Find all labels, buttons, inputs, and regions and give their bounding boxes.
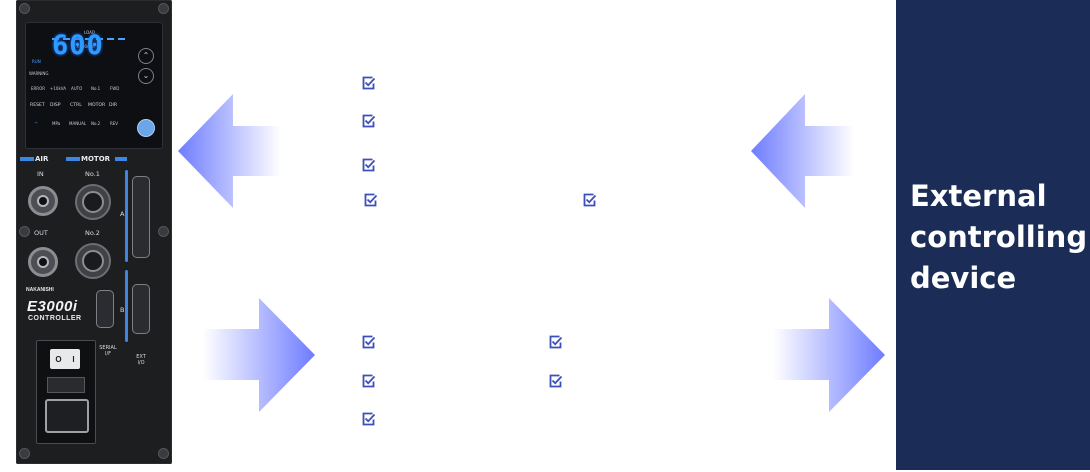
reset-button[interactable]: RESET <box>30 103 45 108</box>
model-name: E3000i <box>27 298 78 315</box>
load-segment <box>96 38 103 40</box>
controller-unit: LOAD ×100min⁻¹ RUN WARNING ERROR ⌃ ⌄ +10… <box>16 0 172 464</box>
device-label-line: External <box>910 179 1047 213</box>
motor-label: MOTOR <box>81 155 111 163</box>
out-label: OUT <box>34 229 48 237</box>
load-label: LOAD <box>84 30 95 35</box>
control-panel: LOAD ×100min⁻¹ RUN WARNING ERROR ⌃ ⌄ +10… <box>25 22 163 149</box>
checkbox-checked-icon <box>361 412 376 427</box>
sub-no2: No.2 <box>91 121 101 126</box>
load-segment <box>107 38 114 40</box>
power-switch[interactable]: O I <box>50 349 80 369</box>
disp-button[interactable]: DISP <box>50 103 61 108</box>
motor2-port <box>75 243 111 279</box>
device-label-line: controlling <box>910 220 1088 254</box>
air-bar <box>20 157 34 161</box>
dir-button[interactable]: DIR <box>109 103 118 108</box>
in-label: IN <box>37 170 44 178</box>
arrow-left-icon <box>178 94 315 208</box>
down-button[interactable]: ⌄ <box>138 68 154 84</box>
air-out-port <box>28 247 58 277</box>
sub-manual: MANUAL <box>69 121 87 126</box>
status-error: ERROR <box>31 86 46 91</box>
switch-on-label: I <box>72 354 75 364</box>
checkbox-checked-icon <box>548 374 563 389</box>
ext-io-label: EXT I/O <box>136 354 146 366</box>
load-segment <box>118 38 125 40</box>
air-in-port <box>28 186 58 216</box>
device-label-line: device <box>910 261 1017 295</box>
conn-a-label: A <box>120 210 125 218</box>
checkbox-checked-icon <box>361 158 376 173</box>
load-segment <box>63 38 70 40</box>
screw-icon <box>19 226 30 237</box>
load-segment <box>74 38 81 40</box>
checkbox-checked-icon <box>361 114 376 129</box>
external-device-label: External controlling device <box>910 176 1090 299</box>
status-fwd: FWD <box>110 86 120 91</box>
screw-icon <box>158 226 169 237</box>
checkbox-checked-icon <box>582 193 597 208</box>
key-icon: ⊸ <box>34 120 38 125</box>
dial-icon[interactable] <box>137 119 155 137</box>
conn-b-bracket <box>125 270 128 342</box>
ext-io-connector <box>132 284 150 334</box>
status-kva: +10kVA <box>50 86 66 91</box>
switch-off-label: O <box>55 354 62 364</box>
checkbox-checked-icon <box>361 76 376 91</box>
screw-icon <box>158 448 169 459</box>
serial-label: SERIAL I/F <box>99 345 117 357</box>
load-meter <box>52 38 125 40</box>
conn-a-bracket <box>125 170 128 262</box>
motor-button[interactable]: MOTOR <box>88 103 106 108</box>
status-warning: WARNING <box>29 71 49 76</box>
fuse-holder <box>47 377 85 393</box>
motor2-label: No.2 <box>85 229 100 237</box>
speed-display: 600 <box>52 30 104 61</box>
screw-icon <box>19 3 30 14</box>
checkbox-checked-icon <box>361 335 376 350</box>
connector-a <box>132 176 150 258</box>
status-no1: No.1 <box>91 86 101 91</box>
brand-logo: NAKANISHI <box>26 287 54 293</box>
up-button[interactable]: ⌃ <box>138 48 154 64</box>
model-subtitle: CONTROLLER <box>28 315 82 322</box>
external-device-box <box>896 0 1090 470</box>
arrow-left-icon <box>751 94 883 208</box>
load-segment <box>85 38 92 40</box>
ctrl-button[interactable]: CTRL <box>70 103 82 108</box>
motor1-label: No.1 <box>85 170 100 178</box>
motor-bar-left <box>66 157 80 161</box>
arrow-right-icon <box>175 298 315 412</box>
checkbox-checked-icon <box>363 193 378 208</box>
sub-rev: REV <box>110 121 119 126</box>
display-unit: ×100min⁻¹ <box>76 44 99 49</box>
screw-icon <box>158 3 169 14</box>
checkbox-checked-icon <box>361 374 376 389</box>
conn-b-label: B <box>120 306 125 314</box>
load-segment <box>52 38 59 40</box>
serial-connector <box>96 290 114 328</box>
sub-mpa: MPa <box>52 121 61 126</box>
status-run: RUN <box>32 59 41 64</box>
ac-socket <box>45 399 89 433</box>
arrow-right-icon <box>745 298 885 412</box>
power-inlet: O I <box>36 340 96 444</box>
status-auto: AUTO <box>71 86 83 91</box>
motor1-port <box>75 184 111 220</box>
screw-icon <box>19 448 30 459</box>
checkbox-checked-icon <box>548 335 563 350</box>
motor-bar-right <box>115 157 127 161</box>
air-label: AIR <box>35 155 49 163</box>
